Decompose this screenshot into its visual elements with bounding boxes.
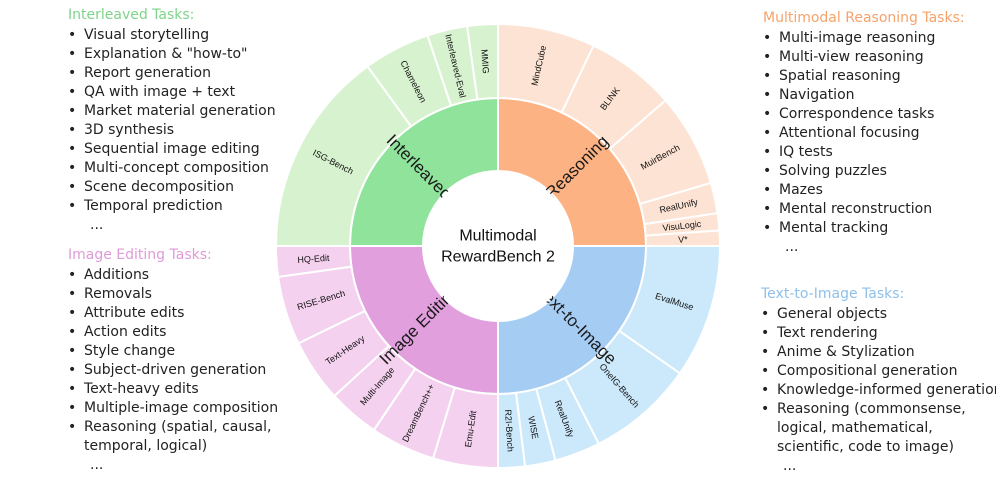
more-ellipsis: ... — [785, 239, 799, 255]
center-label-line: RewardBench 2 — [441, 249, 555, 266]
text-to-image-tasks-title: Text-to-Image Tasks: — [761, 286, 905, 302]
segment-label-v: V* — [678, 234, 688, 244]
task-item: •Market material generation — [68, 103, 276, 119]
task-item: •Text-heavy edits — [68, 381, 199, 397]
task-item: •Scene decomposition — [68, 179, 234, 195]
task-item: •Knowledge-informed generation — [761, 382, 996, 398]
task-item: •Report generation — [68, 65, 211, 81]
task-item: •Multi-view reasoning — [763, 49, 924, 65]
task-item: •Removals — [68, 286, 152, 302]
task-item: scientific, code to image) — [777, 439, 954, 455]
center-label-line: Multimodal — [459, 228, 536, 245]
task-item: •Solving puzzles — [763, 163, 887, 179]
task-item: •Reasoning (spatial, causal, — [68, 419, 272, 435]
task-item: •Anime & Stylization — [761, 344, 915, 360]
task-item: •Mazes — [763, 182, 823, 198]
task-item: •Temporal prediction — [68, 198, 223, 214]
interleaved-tasks-list: •Visual storytelling •Explanation & "how-… — [68, 26, 276, 235]
image-editing-tasks-panel: Image Editing Tasks: •Additions •Removals… — [68, 247, 278, 475]
more-ellipsis: ... — [90, 457, 104, 473]
text-to-image-tasks-panel: Text-to-Image Tasks: •General objects •Te… — [761, 286, 996, 476]
task-item: •Visual storytelling — [68, 27, 210, 43]
task-item: •Action edits — [68, 324, 167, 340]
task-item: •Subject-driven generation — [68, 362, 267, 378]
text-to-image-tasks-list: •General objects •Text rendering •Anime & … — [761, 305, 996, 476]
task-item: •IQ tests — [763, 144, 833, 160]
image-editing-tasks-list: •Additions •Removals •Attribute edits •Acti… — [68, 266, 278, 475]
segment-label-mmig: MMIG — [479, 49, 491, 74]
interleaved-tasks-title: Interleaved Tasks: — [68, 7, 195, 23]
reasoning-tasks-list: •Multi-image reasoning •Multi-view reason… — [763, 29, 965, 257]
task-item: •Spatial reasoning — [763, 68, 901, 84]
segment-label-visulogic: VisuLogic — [662, 219, 702, 233]
task-item: •Multi-image reasoning — [763, 30, 936, 46]
task-item: •Explanation & "how-to" — [68, 46, 248, 62]
task-item: •Additions — [68, 267, 150, 283]
task-item: •General objects — [761, 306, 888, 322]
segment-label-wise: WISE — [526, 415, 540, 440]
segment-mmig — [465, 22, 499, 101]
task-item: •Compositional generation — [761, 363, 958, 379]
task-item: •Style change — [68, 343, 176, 359]
task-item: •Text rendering — [761, 325, 878, 341]
task-item: •Attentional focusing — [763, 125, 920, 141]
center-hole — [424, 172, 572, 320]
more-ellipsis: ... — [90, 217, 104, 233]
reasoning-tasks-panel: Multimodal Reasoning Tasks: •Multi-image… — [763, 10, 965, 257]
task-item: •Mental tracking — [763, 220, 889, 236]
task-item: •Attribute edits — [68, 305, 185, 321]
task-item: •3D synthesis — [68, 122, 175, 138]
interleaved-tasks-panel: Interleaved Tasks: •Visual storytelling•… — [68, 7, 276, 235]
task-item: •Reasoning (commonsense, — [761, 401, 966, 417]
task-item: temporal, logical) — [84, 438, 208, 454]
segment-label-hq-edit: HQ-Edit — [297, 253, 330, 265]
segment-label-r2i-bench: R2I-Bench — [503, 409, 516, 452]
task-item: •Mental reconstruction — [763, 201, 933, 217]
task-item: logical, mathematical, — [777, 420, 933, 436]
task-item: •QA with image + text — [68, 84, 236, 100]
task-item: •Correspondence tasks — [763, 106, 935, 122]
reasoning-tasks-title: Multimodal Reasoning Tasks: — [763, 10, 965, 26]
task-item: •Sequential image editing — [68, 141, 260, 157]
image-editing-tasks-title: Image Editing Tasks: — [68, 247, 212, 263]
task-item: •Navigation — [763, 87, 855, 103]
task-item: •Multi-concept composition — [68, 160, 269, 176]
task-item: •Multiple-image composition — [68, 400, 279, 416]
more-ellipsis: ... — [783, 458, 797, 474]
